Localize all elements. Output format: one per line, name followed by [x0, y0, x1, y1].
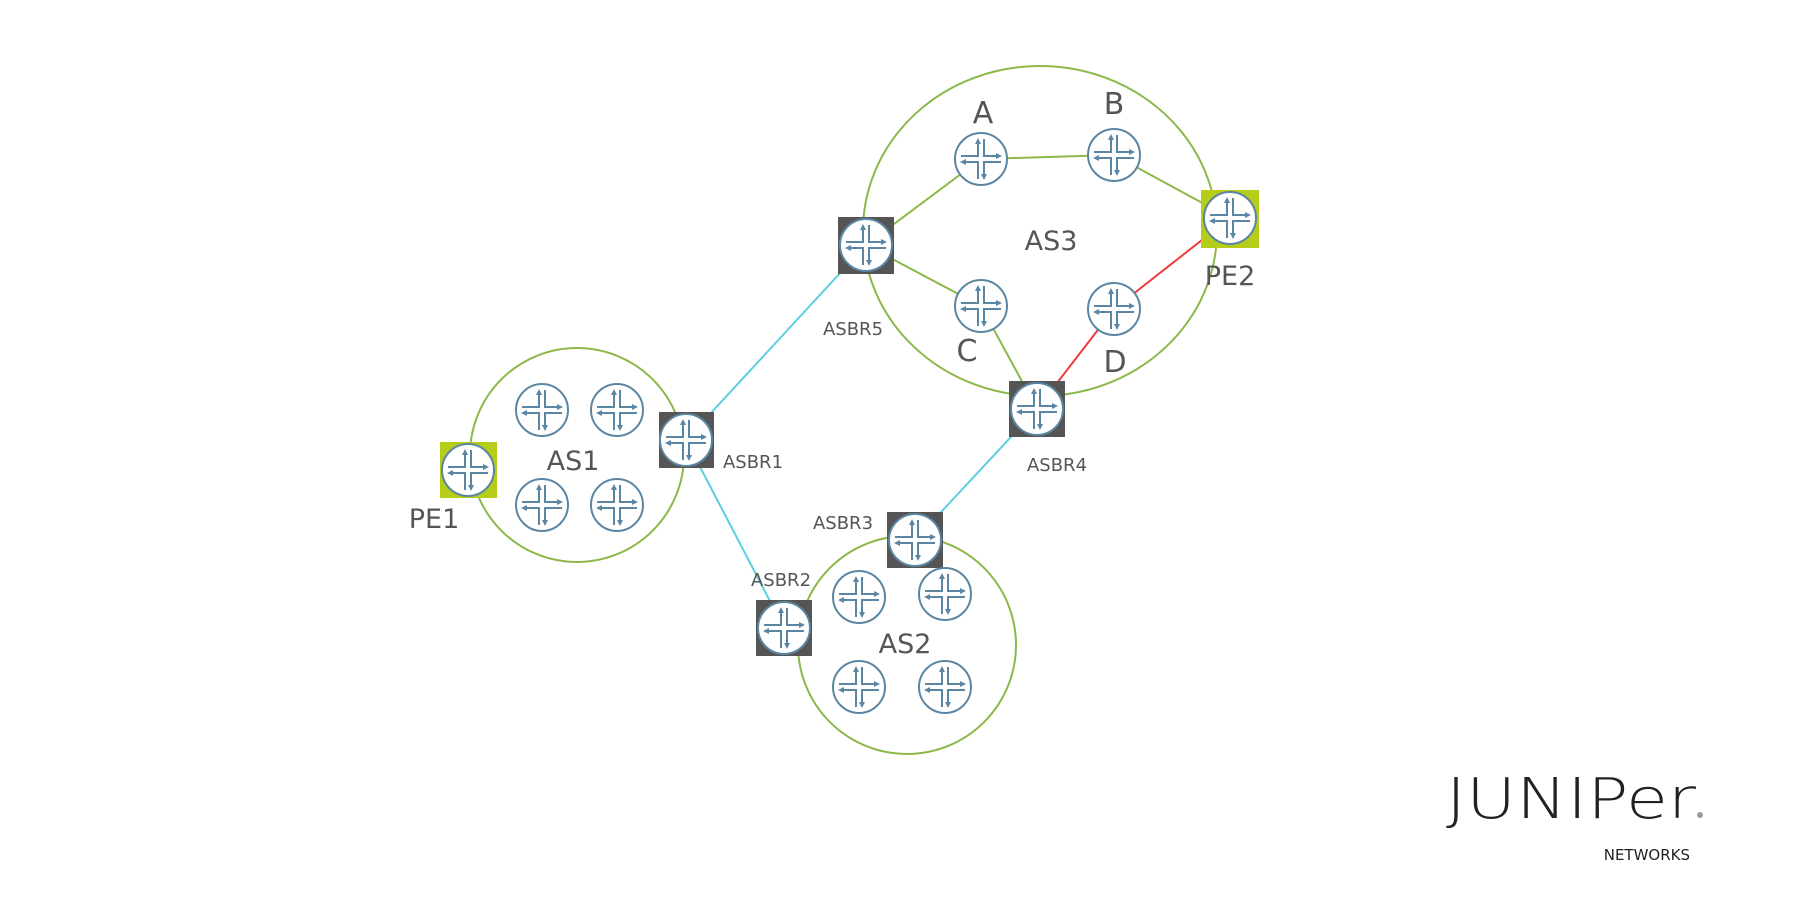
router-icon[interactable]: [591, 384, 643, 436]
router-icon[interactable]: [919, 661, 971, 713]
pe1-router-icon[interactable]: [442, 444, 494, 496]
router-d-icon[interactable]: [1088, 283, 1140, 335]
asbr1-label: ASBR1: [723, 452, 783, 473]
router-b-icon[interactable]: [1088, 129, 1140, 181]
router-a-icon[interactable]: [955, 133, 1007, 185]
logo-subtitle: NETWORKS: [1604, 846, 1690, 864]
router-icon[interactable]: [516, 384, 568, 436]
as3-label: AS3: [1025, 226, 1078, 257]
router-b-label: B: [1104, 87, 1125, 122]
asbr3-label: ASBR3: [813, 513, 873, 534]
router-icon[interactable]: [833, 661, 885, 713]
pe2-router-icon[interactable]: [1204, 192, 1256, 244]
asbr2-label: ASBR2: [751, 570, 811, 591]
asbr4-router-icon[interactable]: [1011, 383, 1063, 435]
asbr2-router-icon[interactable]: [758, 602, 810, 654]
pe2-label: PE2: [1205, 261, 1256, 292]
registered-mark-icon: [1697, 812, 1703, 818]
as1-label: AS1: [547, 446, 600, 477]
asbr5-label: ASBR5: [823, 319, 883, 340]
link-asbr1-asbr2: [685, 439, 785, 629]
pe1-label: PE1: [409, 504, 460, 535]
router-icon[interactable]: [516, 479, 568, 531]
link-asbr5-asbr1: [685, 244, 867, 441]
router-d-label: D: [1103, 345, 1126, 380]
router-icon[interactable]: [591, 479, 643, 531]
juniper-logo: JUNIPer NETWORKS: [1446, 767, 1703, 864]
router-c-icon[interactable]: [955, 280, 1007, 332]
router-c-label: C: [957, 334, 978, 369]
router-icon[interactable]: [833, 571, 885, 623]
as2-label: AS2: [879, 629, 932, 660]
asbr3-router-icon[interactable]: [889, 514, 941, 566]
logo-wordmark: JUNIPer: [1446, 767, 1696, 832]
asbr5-router-icon[interactable]: [840, 219, 892, 271]
asbr1-router-icon[interactable]: [660, 414, 712, 466]
asbr4-label: ASBR4: [1027, 455, 1087, 476]
router-a-label: A: [973, 96, 994, 131]
router-icon[interactable]: [919, 568, 971, 620]
